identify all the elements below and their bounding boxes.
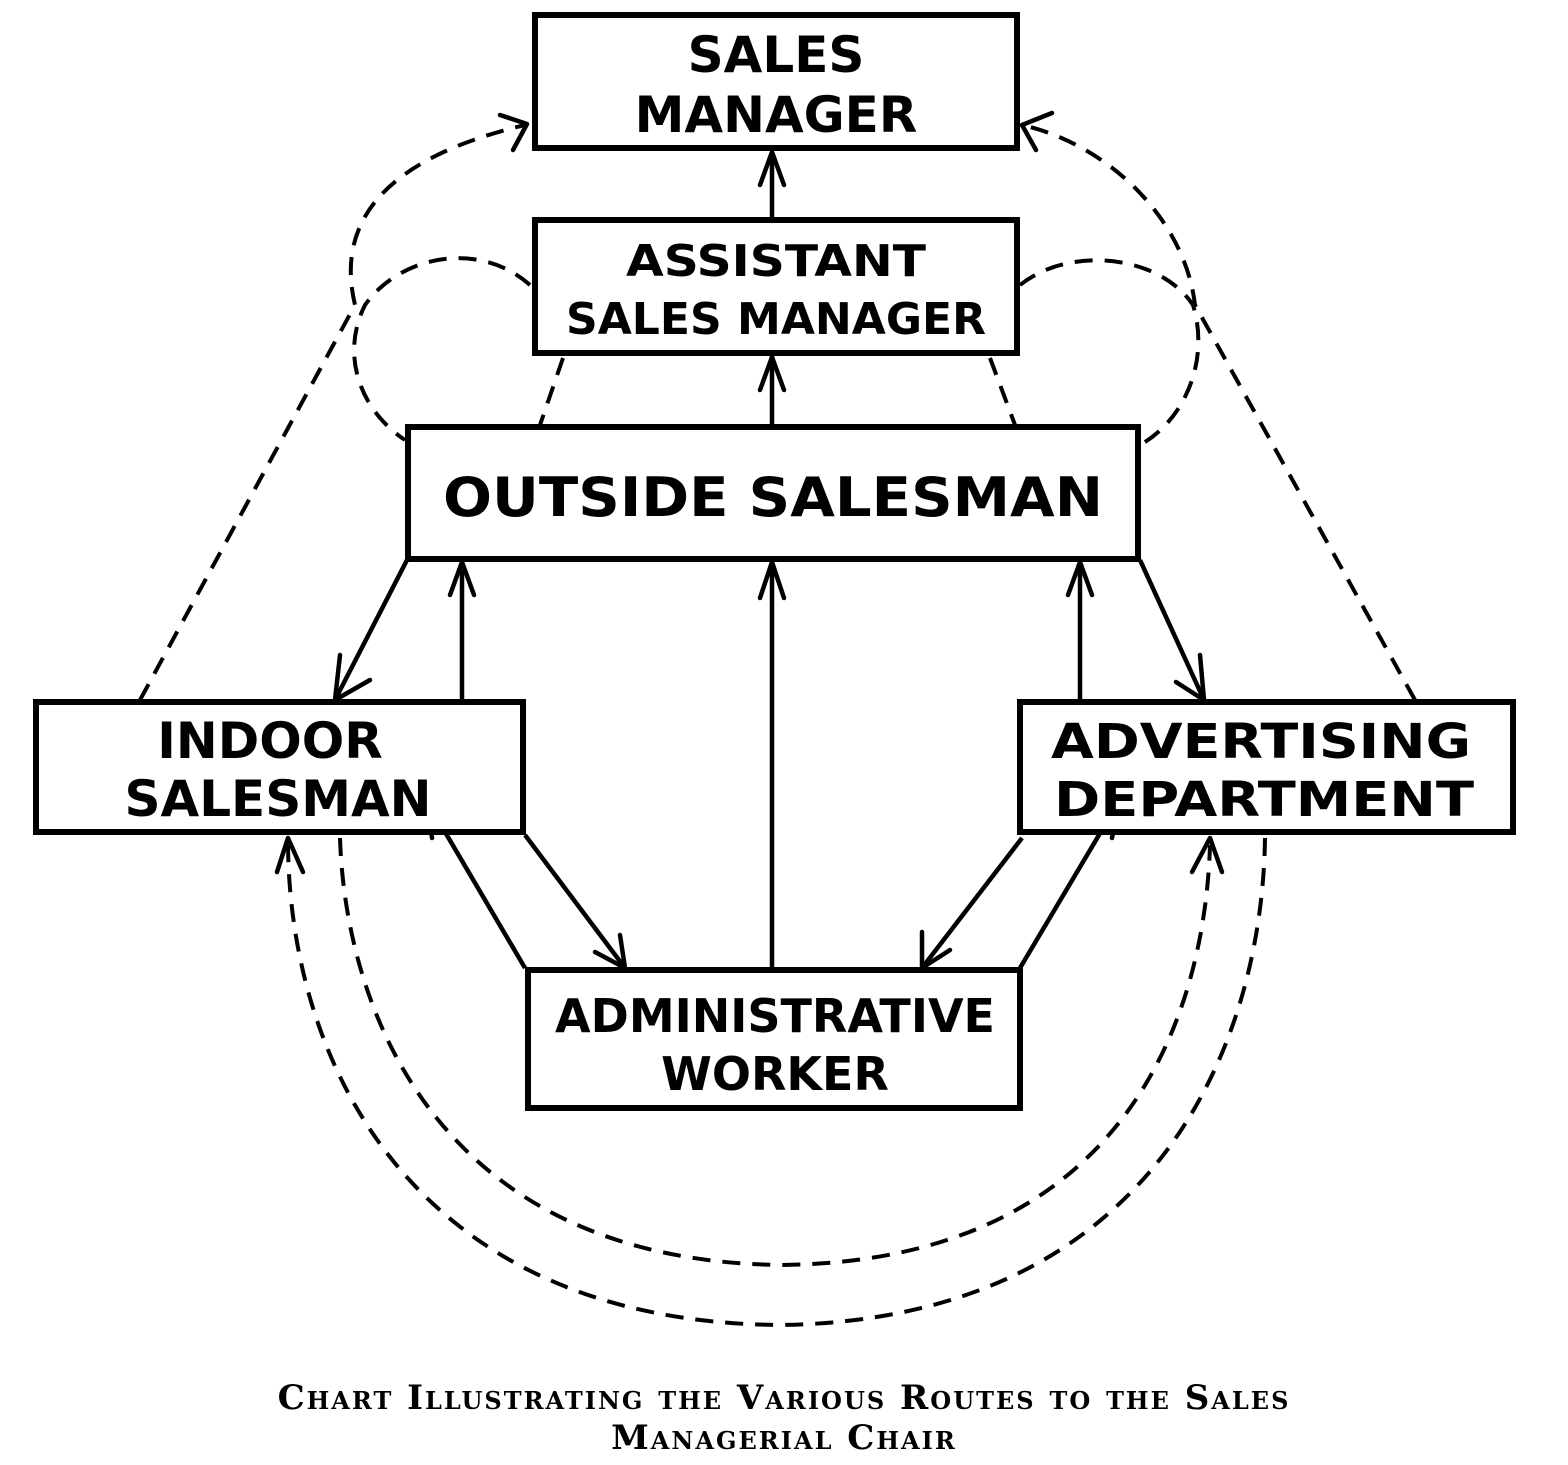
node-outside-salesman: OUTSIDE SALESMAN — [405, 424, 1141, 562]
dashed-route-indoor-to-sales-manager — [138, 123, 526, 701]
arrowhead-icon — [757, 354, 787, 393]
node-sales-manager: SALES MANAGER — [532, 12, 1020, 151]
dashed-route-advertising-to-sales-manager — [1021, 123, 1417, 701]
node-advertising-department: ADVERTISING DEPARTMENT — [1017, 699, 1516, 835]
arrowhead-icon — [1019, 110, 1055, 153]
arrowhead-icon — [274, 835, 306, 875]
node-label: SALESMAN — [124, 770, 431, 828]
node-label: ADMINISTRATIVE — [555, 989, 995, 1043]
node-indoor-salesman: INDOOR SALESMAN — [33, 699, 526, 835]
route-outside-to-indoor — [332, 558, 410, 702]
dashed-loop-right — [1018, 258, 1201, 447]
dashed-route-indoor-to-advertising — [338, 837, 1212, 1268]
dashed-loop-left — [352, 256, 532, 442]
dashed-link-right-short — [988, 357, 1017, 426]
node-label: DEPARTMENT — [1054, 772, 1474, 828]
node-label: INDOOR — [157, 712, 382, 770]
arrowhead-icon — [757, 149, 787, 188]
arrowhead-icon — [497, 112, 530, 153]
node-label: ASSISTANT — [626, 236, 926, 287]
route-indoor-to-admin — [523, 833, 627, 970]
route-outside-to-advertising — [1137, 559, 1207, 701]
route-advertising-to-admin — [920, 836, 1024, 970]
caption-line-2: Managerial Chair — [611, 1418, 957, 1458]
node-label: MANAGER — [635, 86, 918, 144]
caption-line-1: Chart Illustrating the Various Routes to… — [277, 1378, 1291, 1418]
dashed-route-advertising-to-indoor — [286, 837, 1267, 1328]
node-administrative-worker: ADMINISTRATIVE WORKER — [525, 967, 1023, 1111]
node-label: SALES MANAGER — [566, 294, 986, 345]
arrowhead-icon — [1189, 835, 1225, 875]
node-label: OUTSIDE SALESMAN — [443, 466, 1103, 529]
node-assistant-sales-manager: ASSISTANT SALES MANAGER — [532, 217, 1020, 356]
node-label: WORKER — [661, 1047, 889, 1101]
node-label: ADVERTISING — [1051, 714, 1471, 770]
dashed-link-left-short — [538, 357, 565, 426]
node-label: SALES — [688, 26, 865, 84]
